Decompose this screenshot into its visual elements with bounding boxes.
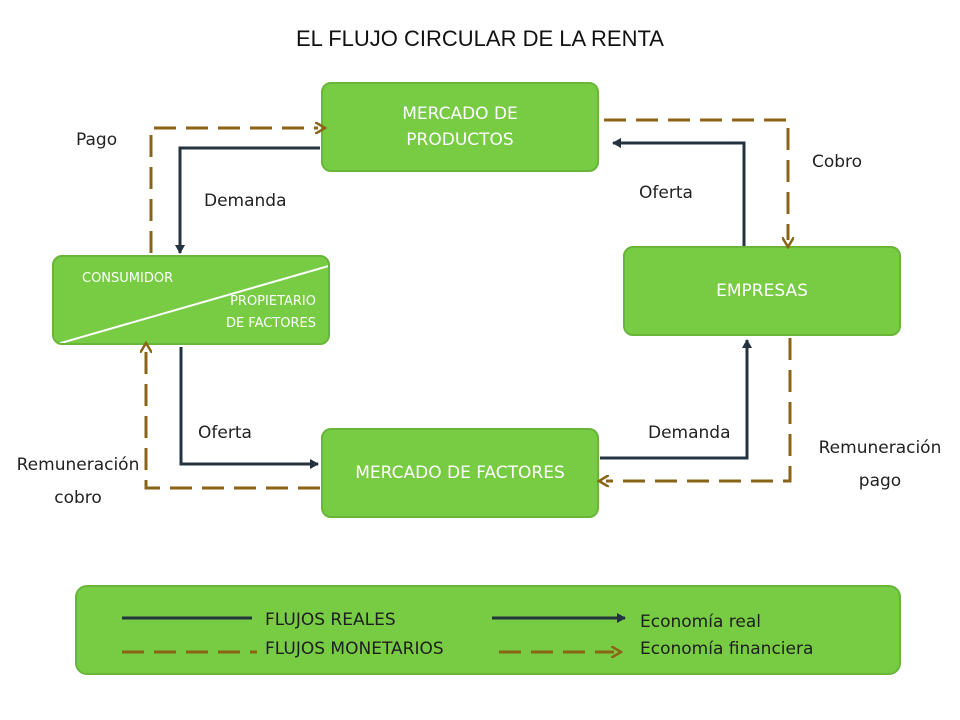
- propietario-label-line1: PROPIETARIO: [230, 294, 316, 309]
- mercado-factores-box: MERCADO DE FACTORES: [321, 428, 599, 518]
- diagonal-divider: [57, 265, 328, 343]
- remuneracion-cobro-line1: Remuneración: [16, 455, 140, 475]
- consumidor-propietario-box: CONSUMIDOR PROPIETARIO DE FACTORES: [52, 255, 330, 345]
- demanda-top-label: Demanda: [204, 191, 287, 211]
- cobro-label: Cobro: [812, 152, 863, 172]
- legend-flujos-reales: FLUJOS REALES: [265, 610, 396, 630]
- remuneracion-pago-label: Remuneración pago: [810, 432, 950, 498]
- cobro-flow: [604, 118, 788, 240]
- empresas-label: EMPRESAS: [716, 281, 808, 301]
- legend-economia-real: Economía real: [640, 612, 761, 632]
- remuneracion-cobro-label: Remuneración cobro: [8, 449, 148, 515]
- remuneracion-cobro-flow: [146, 350, 320, 490]
- consumidor-label: CONSUMIDOR: [82, 271, 174, 286]
- demanda-productos-flow: [175, 146, 320, 254]
- legend-flujos-monetarios: FLUJOS MONETARIOS: [265, 639, 444, 659]
- oferta-top-label: Oferta: [639, 183, 693, 203]
- oferta-bottom-label: Oferta: [198, 423, 252, 443]
- demanda-factores-flow: [600, 339, 752, 460]
- pago-flow: [149, 128, 318, 253]
- pago-label: Pago: [76, 130, 118, 150]
- remuneracion-pago-flow: [606, 338, 792, 481]
- propietario-label-line2: DE FACTORES: [225, 316, 316, 331]
- demanda-bottom-label: Demanda: [648, 423, 731, 443]
- oferta-productos-flow: [612, 138, 746, 246]
- legend-swatches: [122, 613, 626, 677]
- mercado-factores-label: MERCADO DE FACTORES: [355, 463, 565, 483]
- mercado-productos-box: MERCADO DE PRODUCTOS: [321, 82, 599, 172]
- legend-economia-financiera: Economía financiera: [640, 639, 814, 659]
- mercado-productos-label: MERCADO DE PRODUCTOS: [402, 104, 518, 150]
- remuneracion-pago-line2: pago: [858, 471, 902, 491]
- legend-box: FLUJOS REALES FLUJOS MONETARIOS Economía…: [75, 585, 901, 675]
- diagram-title: EL FLUJO CIRCULAR DE LA RENTA: [296, 26, 664, 51]
- remuneracion-pago-line1: Remuneración: [818, 438, 942, 458]
- oferta-factores-flow: [179, 347, 319, 469]
- remuneracion-cobro-line2: cobro: [54, 488, 102, 508]
- empresas-box: EMPRESAS: [623, 246, 901, 336]
